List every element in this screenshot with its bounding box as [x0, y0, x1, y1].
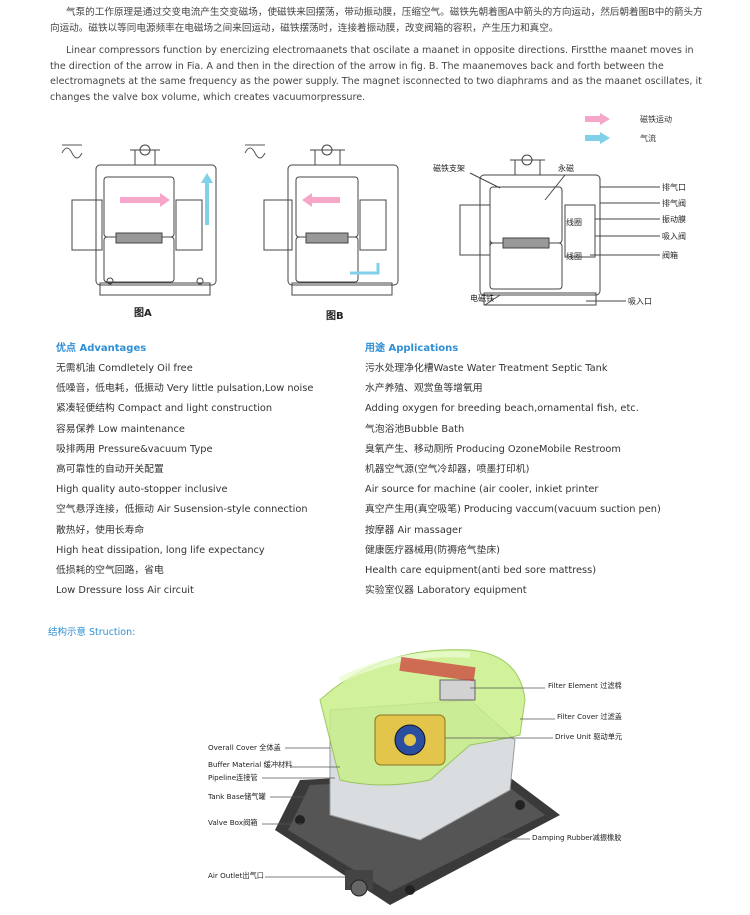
list-item: High heat dissipation, long life expecta… [56, 544, 265, 556]
list-item: 按摩器 Air massager [365, 524, 463, 536]
figure-a-drawing [61, 144, 217, 296]
list-item: 散热好，使用长寿命 [56, 524, 145, 536]
advantages-heading: 优点 Advantages [56, 343, 147, 354]
list-item: 吸排两用 Pressure&vacuum Type [56, 443, 213, 455]
list-item: Air source for machine (air cooler, inki… [365, 484, 599, 496]
figure-a-label: 图A [134, 308, 152, 319]
intro-text: 气泵的工作原理是通过交变电流产生交变磁场，使磁铁来回摆荡，带动振动膜，压缩空气。… [50, 5, 710, 105]
label-tank-base: Tank Base储气罐 [208, 792, 266, 801]
list-item: 低噪音，低电耗，低振动 Very little pulsation,Low no… [56, 383, 314, 395]
list-item: Adding oxygen for breeding beach,ornamen… [365, 403, 639, 415]
pump-structure-drawing [262, 649, 560, 905]
list-item: Health care equipment(anti bed sore matt… [365, 564, 597, 576]
list-item: 真空产生用(真空吸笔) Producing vaccum(vacuum suct… [365, 504, 661, 516]
list-item: 高可靠性的自动开关配置 [56, 463, 164, 475]
list-item: 容易保养 Low maintenance [56, 423, 185, 435]
label-filter-element: Filter Element 过滤棉 [548, 681, 622, 690]
list-item: 机器空气源(空气冷却器，喷墨打印机) [365, 463, 530, 475]
advantages-list: 无需机油 Comdletely Oil free 低噪音，低电耗，低振动 Ver… [56, 359, 313, 601]
label-damping-rubber: Damping Rubber减振橡胶 [532, 833, 622, 842]
label-air-outlet: Air Outlet出气口 [208, 871, 264, 880]
callout-permanent-magnet: 永磁 [558, 164, 574, 173]
principle-diagrams: 磁铁运动 气流 图A 图B 磁铁支架 永磁 排气口 排气阀 振动膜 吸入阀 阀箱… [0, 105, 750, 330]
list-item: 污水处理净化槽Waste Water Treatment Septic Tank [365, 363, 608, 374]
callout-valve-box: 阀箱 [662, 251, 678, 260]
list-item: 气泡浴池Bubble Bath [365, 423, 465, 435]
callout-electromagnet: 电磁铁 [470, 294, 494, 303]
list-item: 臭氧产生、移动厕所 Producing OzoneMobile Restroom [365, 443, 621, 455]
label-overall-cover: Overall Cover 全体盖 [208, 743, 281, 752]
legend-airflow: 气流 [640, 134, 656, 143]
intro-en: Linear compressors function by enercizin… [50, 45, 702, 103]
list-item: 低损耗的空气回路，省电 [56, 564, 164, 576]
applications-list: 污水处理净化槽Waste Water Treatment Septic Tank… [365, 359, 661, 601]
label-drive-unit: Drive Unit 驱动单元 [555, 732, 623, 741]
callout-intake-port: 吸入口 [628, 297, 652, 306]
list-item: Low Dressure loss Air circuit [56, 585, 194, 597]
structure-illustration: Filter Element 过滤棉 Filter Cover 过滤盖 Driv… [0, 640, 750, 911]
list-item: 紧凑轻便结构 Compact and light construction [56, 403, 273, 415]
callout-coil-bottom: 线圈 [566, 252, 582, 261]
figure-b-drawing [244, 144, 399, 296]
label-valve-box: Valve Box阀箱 [208, 818, 258, 827]
list-item: 空气悬浮连接，低振动 Air Susension-style connectio… [56, 504, 308, 516]
label-pipeline: Pipeline连接管 [208, 773, 258, 782]
intro-zh: 气泵的工作原理是通过交变电流产生交变磁场，使磁铁来回摆荡，带动振动膜，压缩空气。… [50, 7, 703, 34]
callout-exhaust-port: 排气口 [662, 183, 686, 192]
callout-coil-top: 线圈 [566, 218, 582, 227]
callout-diaphragm: 振动膜 [662, 215, 686, 224]
figure-b-label: 图B [326, 311, 344, 322]
label-filter-cover: Filter Cover 过滤盖 [557, 712, 622, 721]
callout-magnet-bracket: 磁铁支架 [433, 164, 465, 173]
list-item: High quality auto-stopper inclusive [56, 484, 228, 496]
callout-exhaust-valve: 排气阀 [662, 199, 686, 208]
list-item: 无需机油 Comdletely Oil free [56, 363, 193, 374]
principle-diagram-svg [61, 113, 660, 306]
list-item: 健康医疗器械用(防褥疮气垫床) [365, 544, 501, 556]
list-item: 实验室仪器 Laboratory equipment [365, 585, 527, 597]
legend-arrows [585, 113, 610, 144]
structure-heading: 结构示意 Struction: [48, 627, 136, 638]
applications-heading: 用途 Applications [365, 343, 459, 354]
callout-intake-valve: 吸入阀 [662, 232, 686, 241]
labelled-cross-section [459, 154, 660, 306]
list-item: 水产养殖、观赏鱼等增氧用 [365, 383, 483, 395]
legend-magnet-motion: 磁铁运动 [640, 115, 672, 124]
label-buffer-material: Buffer Material 缓冲材料 [208, 760, 293, 769]
